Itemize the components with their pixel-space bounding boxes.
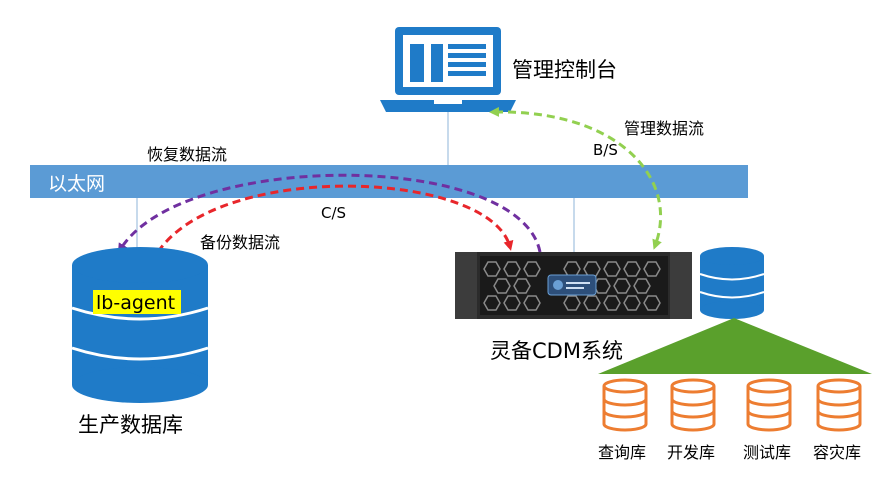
target-db-test-icon xyxy=(746,378,792,432)
database-icon xyxy=(71,247,209,403)
ethernet-label: 以太网 xyxy=(48,173,105,195)
manage-flow-arrow xyxy=(489,106,662,250)
target-label-test: 测试库 xyxy=(743,443,791,462)
bs-protocol-label: B/S xyxy=(593,141,618,159)
restore-flow-label: 恢复数据流 xyxy=(147,145,227,164)
console-label: 管理控制台 xyxy=(512,58,617,82)
production-db-label: 生产数据库 xyxy=(78,413,183,437)
ethernet-bar: 以太网 xyxy=(30,165,748,198)
target-label-query: 查询库 xyxy=(598,443,646,462)
target-db-dr-icon xyxy=(816,378,862,432)
laptop-icon xyxy=(380,27,516,112)
agent-highlight xyxy=(93,290,181,314)
server-icon xyxy=(455,252,692,319)
storage-database-icon xyxy=(699,247,765,319)
target-label-dev: 开发库 xyxy=(667,443,715,462)
distribution-triangle xyxy=(598,318,872,374)
manage-flow-label: 管理数据流 xyxy=(624,119,704,138)
target-label-dr: 容灾库 xyxy=(813,443,861,462)
target-db-dev-icon xyxy=(670,378,716,432)
cs-protocol-label: C/S xyxy=(321,204,346,222)
agent-label: lb-agent xyxy=(96,292,175,314)
backup-flow-label: 备份数据流 xyxy=(200,233,280,252)
target-db-query-icon xyxy=(602,378,648,432)
cdm-system-label: 灵备CDM系统 xyxy=(490,339,623,363)
